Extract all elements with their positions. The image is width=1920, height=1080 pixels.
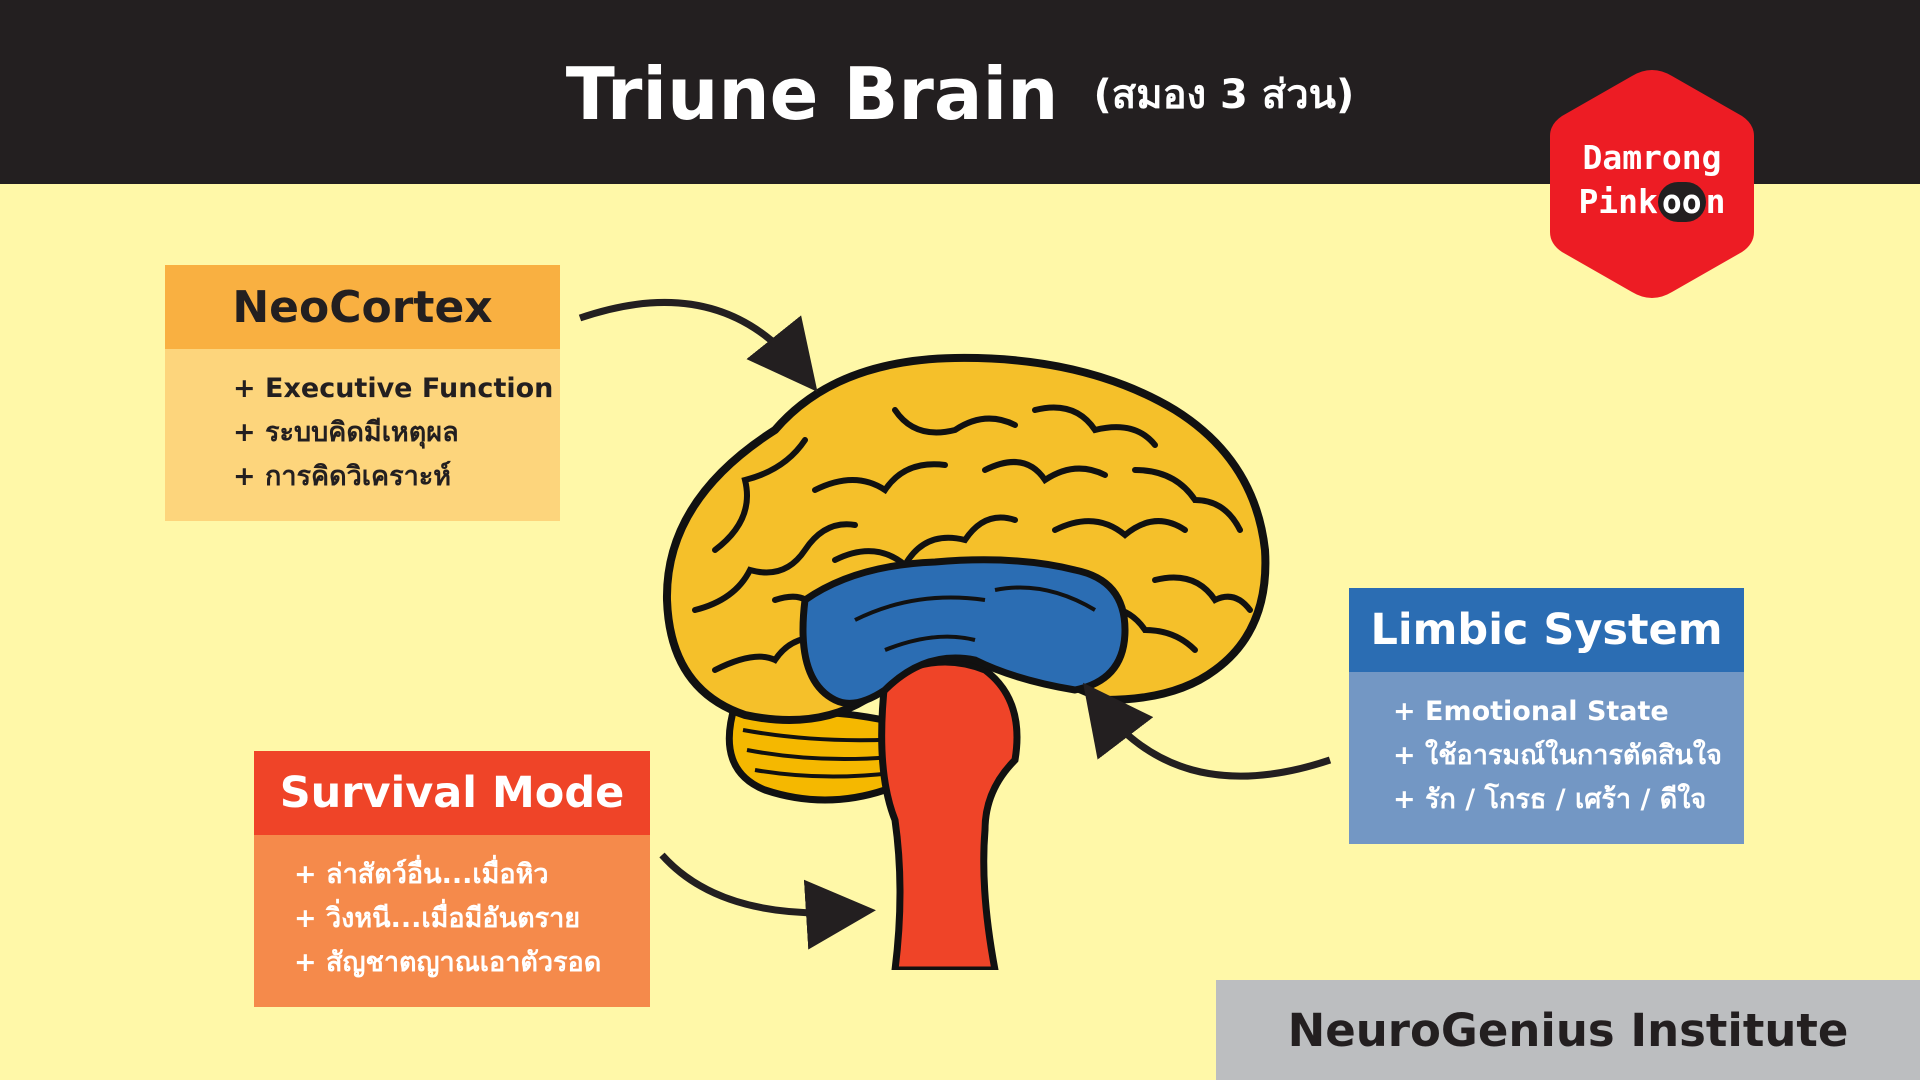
brain-illustration bbox=[662, 353, 1270, 970]
neocortex-title: NeoCortex bbox=[165, 265, 560, 349]
survival-item: + ล่าสัตว์อื่น...เมื่อหิว bbox=[294, 859, 549, 890]
title-main: Triune Brain bbox=[565, 52, 1059, 136]
arrow-survival bbox=[659, 852, 876, 950]
neocortex-folds bbox=[692, 404, 1253, 673]
arrow-limbic bbox=[1083, 682, 1332, 780]
neocortex-box: NeoCortex + Executive Function + ระบบคิด… bbox=[165, 265, 560, 521]
logo-eyes-highlight: oo bbox=[1657, 182, 1706, 222]
survival-list: + ล่าสัตว์อื่น...เมื่อหิว + วิ่งหนี...เม… bbox=[254, 835, 650, 1007]
neocortex-item: + Executive Function bbox=[233, 373, 554, 404]
survival-item: + วิ่งหนี...เมื่อมีอันตราย bbox=[294, 903, 581, 934]
logo-hexagon-icon bbox=[1550, 70, 1754, 298]
limbic-box: Limbic System + Emotional State + ใช้อาร… bbox=[1349, 588, 1744, 844]
survival-box: Survival Mode + ล่าสัตว์อื่น...เมื่อหิว … bbox=[254, 751, 650, 1007]
logo-line2-suffix: n bbox=[1705, 182, 1726, 221]
title-subtitle: (สมอง 3 ส่วน) bbox=[1093, 72, 1355, 118]
limbic-folds bbox=[854, 585, 1097, 652]
neocortex-item: + ระบบคิดมีเหตุผล bbox=[233, 417, 459, 448]
neocortex-item: + การคิดวิเคราะห์ bbox=[233, 461, 452, 492]
logo-line1: Damrong bbox=[1582, 138, 1722, 177]
page-title: Triune Brain (สมอง 3 ส่วน) bbox=[0, 52, 1920, 136]
footer-institute: NeuroGenius Institute bbox=[1216, 980, 1920, 1080]
limbic-item: + รัก / โกรธ / เศร้า / ดีใจ bbox=[1393, 784, 1707, 815]
arrow-neocortex bbox=[578, 299, 818, 392]
survival-item: + สัญชาตญาณเอาตัวรอด bbox=[294, 947, 602, 978]
brainstem-shape bbox=[878, 658, 1021, 970]
limbic-item: + Emotional State bbox=[1393, 696, 1669, 727]
limbic-shape bbox=[799, 556, 1129, 707]
neocortex-list: + Executive Function + ระบบคิดมีเหตุผล +… bbox=[165, 349, 560, 521]
limbic-list: + Emotional State + ใช้อารมณ์ในการตัดสิน… bbox=[1349, 672, 1744, 844]
limbic-item: + ใช้อารมณ์ในการตัดสินใจ bbox=[1393, 740, 1722, 771]
logo-line2-prefix: Pink bbox=[1578, 182, 1658, 221]
limbic-title: Limbic System bbox=[1349, 588, 1744, 672]
survival-title: Survival Mode bbox=[254, 751, 650, 835]
